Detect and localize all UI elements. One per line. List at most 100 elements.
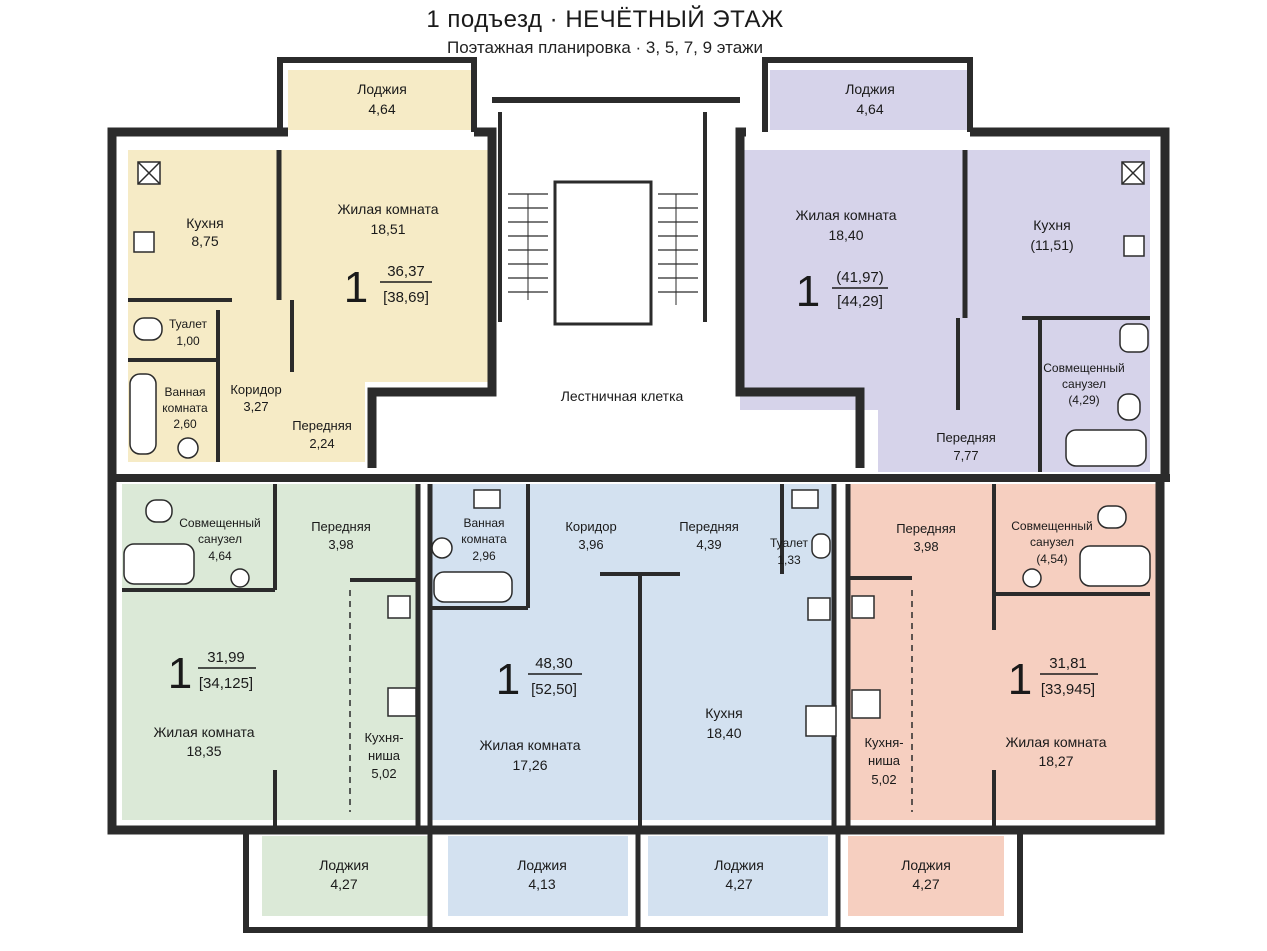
sink-icon xyxy=(387,595,411,619)
apartment-area-total: [44,29] xyxy=(837,293,883,310)
apartment-area: (41,97) xyxy=(836,269,884,286)
apt4-loggia2-fill xyxy=(648,836,828,916)
room-area: 3,98 xyxy=(913,539,938,554)
room-name: Коридор xyxy=(565,519,616,534)
apartment-area: 36,37 xyxy=(387,263,425,280)
stair-flights xyxy=(508,180,698,326)
room-name: Совмещенный xyxy=(179,516,261,530)
toilet-icon xyxy=(1117,393,1141,421)
toilet-icon xyxy=(230,568,250,588)
rooms-count: 1 xyxy=(1008,655,1032,704)
room-area: 18,27 xyxy=(1038,753,1073,769)
room-area: 5,02 xyxy=(371,766,396,781)
room-name: Туалет xyxy=(169,317,207,331)
rooms-count: 1 xyxy=(168,649,192,698)
room-name: Лоджия xyxy=(319,857,369,873)
room-name: Передняя xyxy=(936,430,996,445)
room-name: Передняя xyxy=(896,521,956,536)
apt4-fill xyxy=(430,484,834,820)
toilet-icon xyxy=(145,499,173,523)
room-area: 18,40 xyxy=(706,725,741,741)
labels-apt4: Ванная комната 2,96 Коридор 3,96 Передня… xyxy=(461,516,808,892)
bathtub-icon xyxy=(1079,545,1151,587)
room-name: Передняя xyxy=(292,418,352,433)
room-name: Кухня- xyxy=(364,730,403,745)
room-area: 4,64 xyxy=(368,101,395,117)
room-name: Лоджия xyxy=(901,857,951,873)
rooms-count: 1 xyxy=(496,655,520,704)
room-name-2: комната xyxy=(461,532,507,546)
labels-apt2: Лоджия 4,64 Жилая комната 18,40 Кухня (1… xyxy=(795,81,1124,463)
room-area: 4,27 xyxy=(725,876,752,892)
apartment-area-total: [38,69] xyxy=(383,289,429,306)
room-name-2: санузел xyxy=(1062,377,1106,391)
sink-icon xyxy=(473,489,501,509)
labels-apt3: Совмещенный санузел 4,64 Передняя 3,98 1… xyxy=(153,516,403,892)
walls xyxy=(107,57,1170,933)
plan-title: 1 подъезд · НЕЧЁТНЫЙ ЭТАЖ xyxy=(426,6,784,33)
room-area: 4,64 xyxy=(856,101,883,117)
room-name: Передняя xyxy=(679,519,739,534)
room-name: Совмещенный xyxy=(1011,519,1093,533)
rooms-count: 1 xyxy=(796,267,820,316)
room-area: 18,35 xyxy=(186,743,221,759)
room-name: Коридор xyxy=(230,382,281,397)
bathtub-icon xyxy=(433,571,513,603)
room-area: 4,39 xyxy=(696,537,721,552)
room-name: Лоджия xyxy=(845,81,895,97)
toilet-icon xyxy=(177,437,199,459)
stair-label: Лестничная клетка xyxy=(561,388,684,404)
bathtub-icon xyxy=(129,373,157,455)
room-area: 18,51 xyxy=(370,221,405,237)
room-name: Кухня xyxy=(186,215,223,231)
toilet-icon xyxy=(431,537,453,559)
room-name: Жилая комната xyxy=(337,201,438,217)
apt1-loggia-fill xyxy=(288,70,474,130)
room-area: 2,96 xyxy=(472,549,496,563)
room-name-2: санузел xyxy=(1030,535,1074,549)
room-area: 7,77 xyxy=(953,448,978,463)
kitchen-niche-lines xyxy=(349,590,913,812)
apt5-fill xyxy=(848,484,1156,820)
apartment-area-total: [34,125] xyxy=(199,675,253,692)
room-area: 2,60 xyxy=(173,417,197,431)
room-name: Кухня- xyxy=(864,735,903,750)
bathtub-icon xyxy=(1065,429,1147,467)
bathtub-icon xyxy=(123,543,195,585)
room-area: (11,51) xyxy=(1030,237,1073,253)
apartment-area: 48,30 xyxy=(535,655,573,672)
room-name-2: ниша xyxy=(868,753,901,768)
room-name: Ванная xyxy=(164,385,205,399)
sink-icon xyxy=(791,489,819,509)
room-name-2: комната xyxy=(162,401,208,415)
sink-icon xyxy=(851,595,875,619)
room-name-2: ниша xyxy=(368,748,401,763)
header: 1 подъезд · НЕЧЁТНЫЙ ЭТАЖ Поэтажная план… xyxy=(0,0,1267,62)
apt3-fill xyxy=(122,484,418,820)
room-name: Жилая комната xyxy=(153,724,254,740)
apartment-fills xyxy=(122,70,1156,916)
room-name: Жилая комната xyxy=(1005,734,1106,750)
toilet-icon xyxy=(1097,505,1127,529)
room-name: Жилая комната xyxy=(479,737,580,753)
room-name: Лоджия xyxy=(517,857,567,873)
apt1-fill xyxy=(128,150,492,462)
apt5-loggia-fill xyxy=(848,836,1004,916)
room-area: 3,98 xyxy=(328,537,353,552)
room-name: Туалет xyxy=(770,536,808,550)
stove-icon xyxy=(851,689,881,719)
room-area: (4,29) xyxy=(1068,393,1099,407)
labels-apt5: Передняя 3,98 Совмещенный санузел (4,54)… xyxy=(864,519,1106,892)
sink-icon xyxy=(1119,323,1149,353)
apt3-loggia-fill xyxy=(262,836,430,916)
room-area: 2,24 xyxy=(309,436,334,451)
toilet-icon xyxy=(811,533,831,559)
labels-apt1: Лоджия 4,64 Кухня 8,75 Жилая комната 18,… xyxy=(162,81,438,451)
room-area: 18,40 xyxy=(828,227,863,243)
apt2-loggia-fill xyxy=(770,70,970,130)
room-name: Передняя xyxy=(311,519,371,534)
room-area: 4,27 xyxy=(330,876,357,892)
room-name: Лоджия xyxy=(714,857,764,873)
plan-subtitle: Поэтажная планировка · 3, 5, 7, 9 этажи xyxy=(446,38,764,57)
